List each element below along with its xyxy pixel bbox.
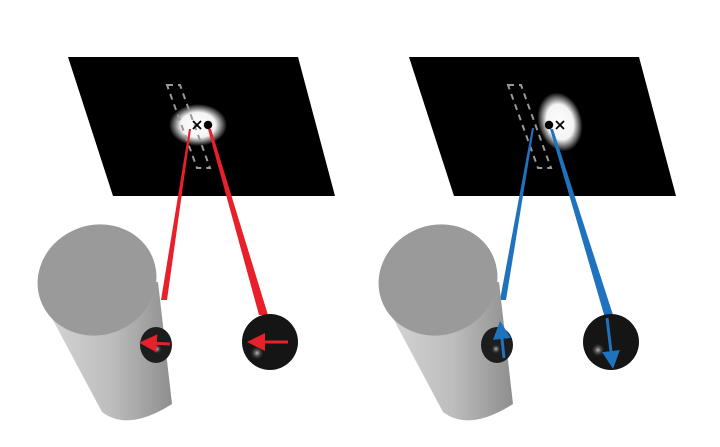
- dot-marker: [203, 120, 213, 130]
- ball-glint: [591, 343, 605, 357]
- dot-marker: [544, 120, 554, 130]
- receptive-field-outline: [165, 84, 212, 169]
- arrow-down-icon: [601, 317, 620, 369]
- ray-to-cylinder-eye: [161, 129, 191, 300]
- ray-to-ball: [208, 129, 268, 315]
- cross-marker: [555, 120, 565, 130]
- cylinder: [378, 224, 513, 421]
- stimulus-blob: [537, 92, 583, 152]
- receptive-field-outline: [506, 84, 553, 169]
- ray-to-cylinder-eye: [500, 128, 534, 300]
- ball-glint: [250, 346, 264, 360]
- cylinder: [37, 224, 172, 421]
- eye-glint: [491, 344, 501, 354]
- ray-to-ball: [550, 129, 614, 318]
- right-panel: [378, 57, 676, 421]
- arrow-up-icon: [493, 321, 511, 359]
- arrow-left-icon: [139, 334, 171, 353]
- left-panel: [37, 57, 335, 421]
- eye-glint: [152, 344, 162, 354]
- cross-marker: [192, 120, 202, 130]
